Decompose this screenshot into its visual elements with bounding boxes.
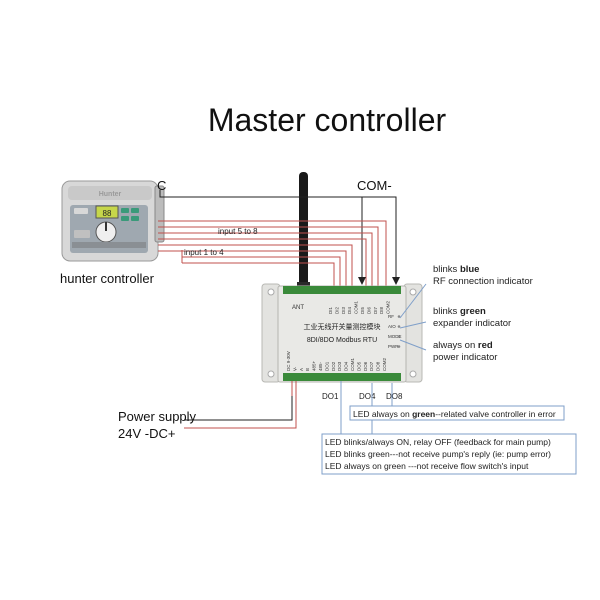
top-pin-label: COM1 [354, 301, 359, 314]
led-dot [397, 335, 401, 338]
bottom-pin-label: V- [292, 366, 297, 371]
expander-indicator-desc: expander indicator [433, 318, 511, 329]
module-model: 8DI/8DO Modbus RTU [307, 337, 377, 344]
wire-label-input-1-4: input 1 to 4 [184, 248, 224, 257]
bottom-pin-label: DO4 [344, 361, 349, 371]
bottom-pin-label: DO1 [324, 361, 329, 371]
bottom-pin-label: A [299, 368, 304, 371]
led-label: AIO [388, 324, 396, 329]
bottom-pin-label: COM2 [382, 358, 387, 371]
antenna [297, 172, 310, 292]
indicator-leaders [399, 283, 427, 351]
terminal-c-label: C [157, 178, 166, 193]
top-pin-label: DI7 [373, 307, 378, 315]
do1-label: DO1 [322, 392, 339, 401]
led-label: MODE [388, 334, 402, 339]
do8-label: DO8 [386, 392, 403, 401]
top-pin-label: DI1 [328, 307, 333, 315]
top-pin-label: DI8 [379, 307, 384, 315]
bottom-pin-label: COM1 [350, 358, 355, 371]
do1-note-box [321, 433, 577, 475]
c-arrow-icon [392, 277, 400, 285]
wiring [158, 190, 397, 287]
do1-note-line-2: LED blinks green---not receive pump's re… [325, 449, 551, 459]
rf-indicator-desc: RF connection indicator [433, 276, 533, 287]
module-ant-label: ANT [292, 305, 304, 311]
power-wires [184, 396, 297, 429]
module-chinese-title: 工业无线开关量测控模块 [304, 322, 381, 331]
bottom-pin-label: DO7 [369, 361, 374, 371]
diagram-title: Master controller [208, 102, 447, 138]
do1-note-line-1: LED blinks/always ON, relay OFF (feedbac… [325, 437, 551, 447]
expander-indicator-text: blinks green [433, 306, 486, 317]
led-dot [397, 315, 401, 318]
do4-label: DO4 [359, 392, 376, 401]
hunter-controller-label: hunter controller [60, 271, 155, 286]
wire-label-input-5-8: input 5 to 8 [218, 227, 258, 236]
top-pin-label: DI3 [341, 307, 346, 315]
bottom-pin-label: DO5 [356, 361, 361, 371]
do8-note-box [349, 405, 565, 421]
bottom-pin-label: DC 9-30V [286, 351, 291, 371]
do1-note-line-3: LED always on green ---not receive flow … [325, 461, 529, 471]
top-pin-label: COM2 [386, 301, 391, 314]
power-supply-voltage: 24V -DC+ [118, 426, 175, 441]
rf-indicator-text: blinks blue [433, 264, 479, 275]
hunter-brand: Hunter [99, 191, 122, 198]
bottom-pin-label: DO3 [337, 361, 342, 371]
bottom-pin-label: 485+ [312, 360, 317, 371]
do8-note: LED always on green--related valve contr… [353, 409, 556, 419]
led-label: PWR [388, 344, 399, 349]
led-dot [397, 345, 401, 348]
power-indicator-text: always on red [433, 340, 493, 351]
hunter-screen: 88 [103, 209, 112, 218]
com-arrow-icon [358, 277, 366, 285]
terminal-com-label: COM- [357, 178, 392, 193]
bottom-pin-label: DO2 [331, 361, 336, 371]
power-indicator-desc: power indicator [433, 352, 497, 363]
bottom-pin-label: DO6 [363, 361, 368, 371]
led-dot [397, 325, 401, 328]
top-pin-label: DI6 [366, 307, 371, 315]
power-supply-label: Power supply [118, 409, 197, 424]
top-pin-label: DI2 [334, 307, 339, 315]
bottom-pin-label: 485- [318, 361, 323, 371]
hunter-controller-device: Hunter 88 [61, 180, 165, 262]
top-pin-label: DI5 [360, 307, 365, 315]
led-label: RF [388, 314, 394, 319]
bottom-pin-label: B [305, 368, 310, 371]
top-pin-label: DI4 [347, 307, 352, 315]
bottom-pin-label: DO8 [376, 361, 381, 371]
